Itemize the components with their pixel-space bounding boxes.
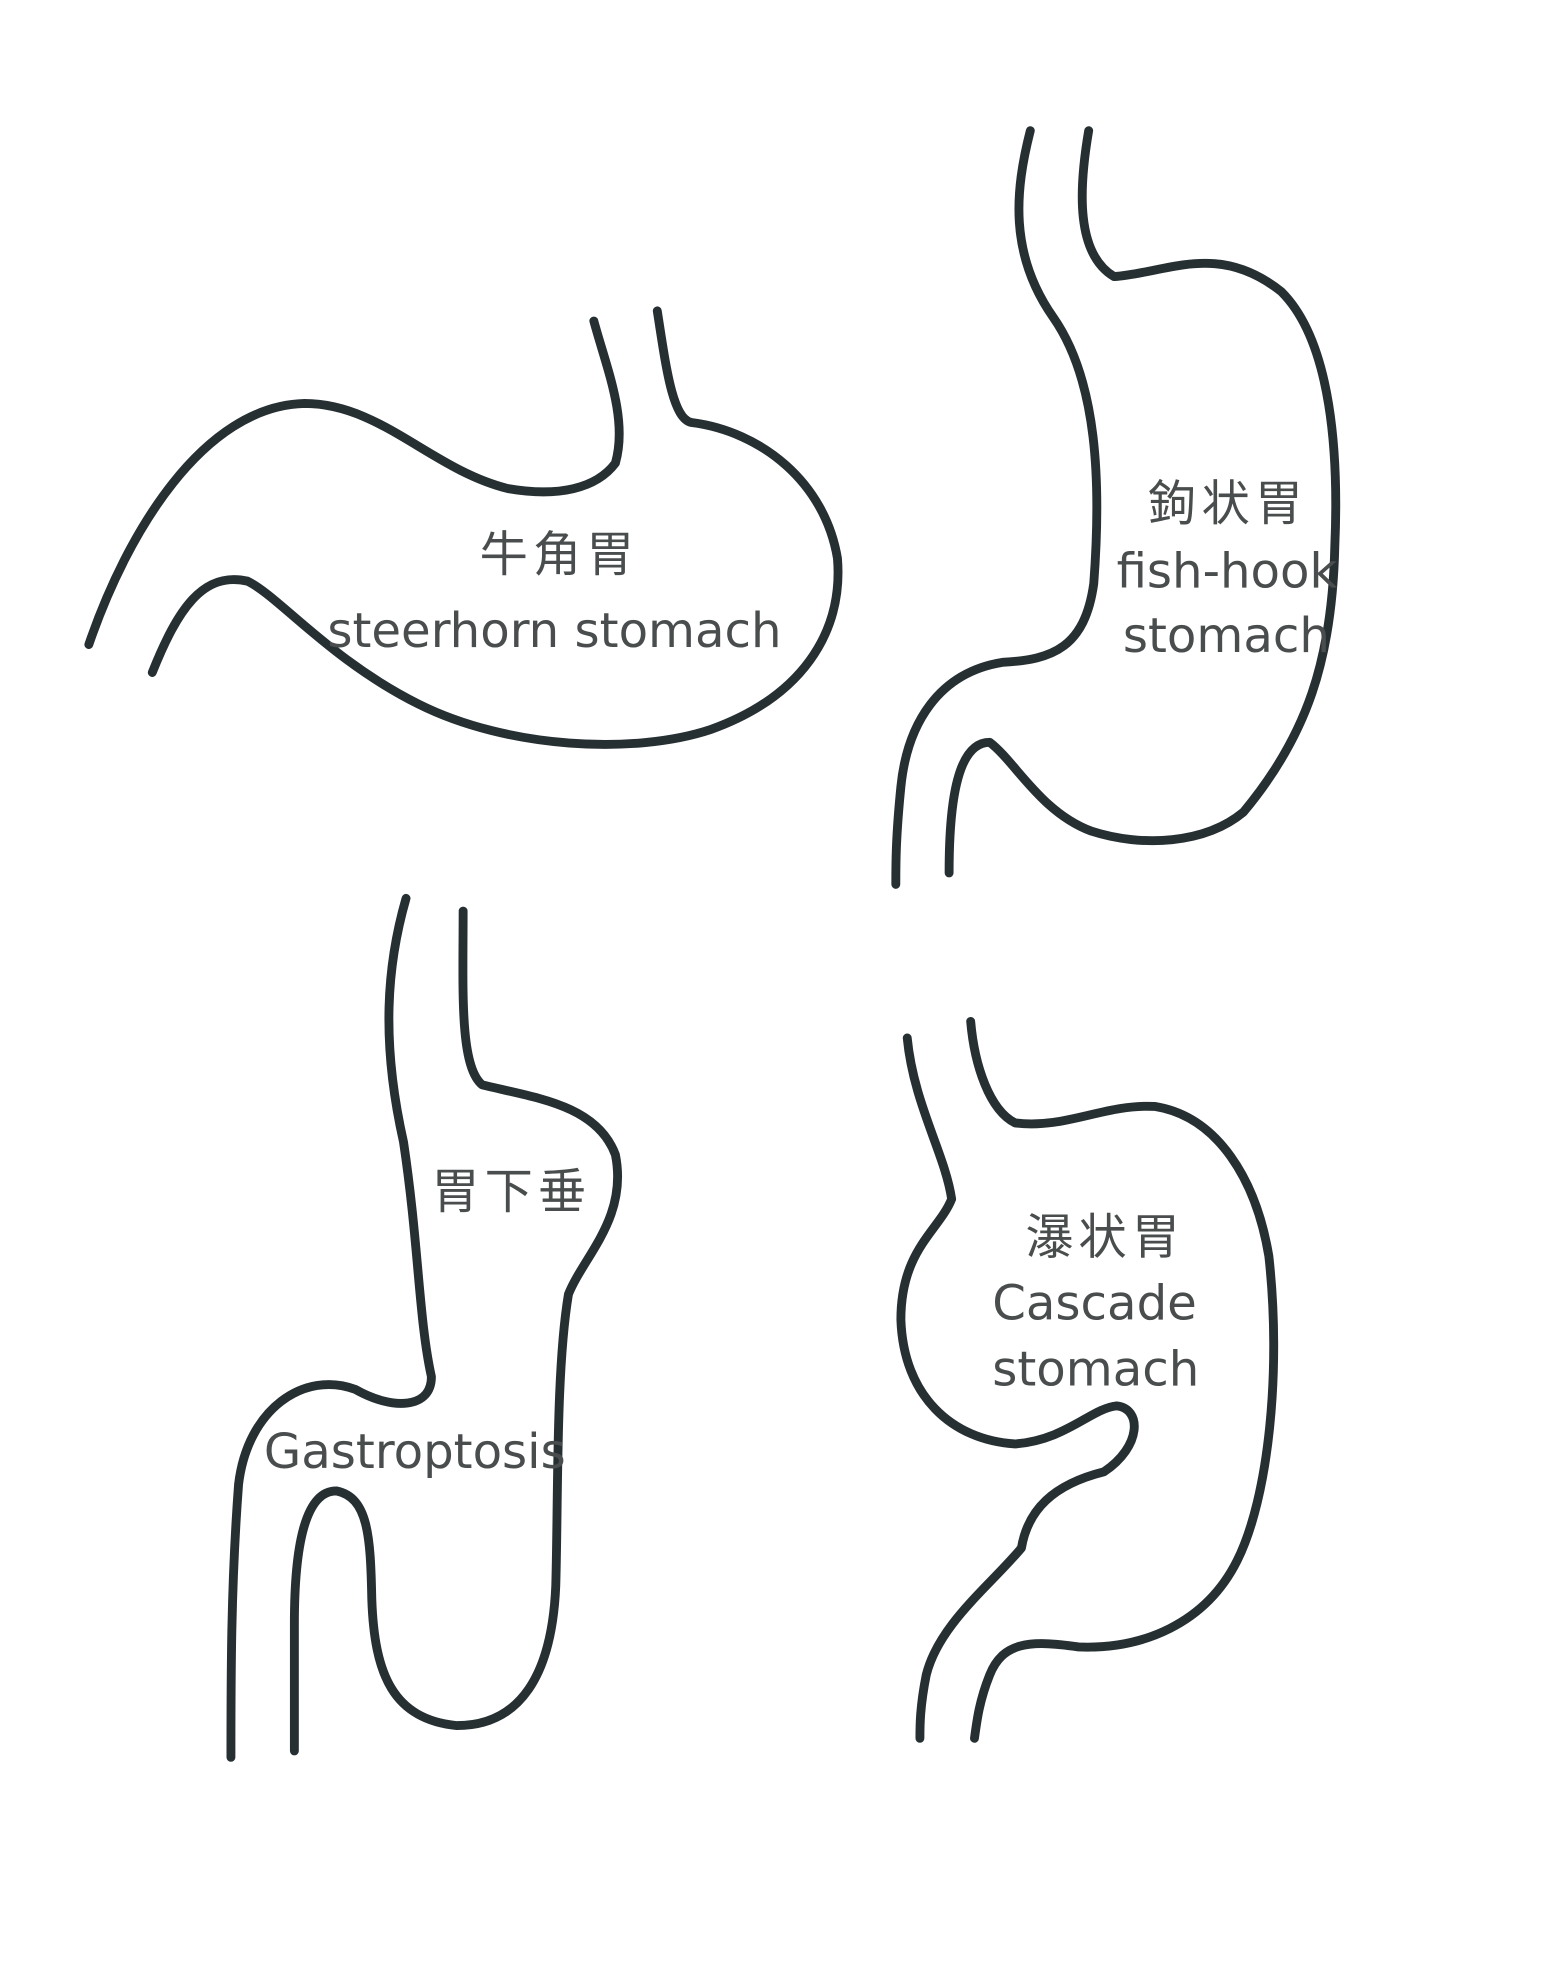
fish-hook-label-en-line2: stomach xyxy=(1123,608,1330,664)
cascade-label-zh: 瀑状胃 xyxy=(1025,1210,1185,1266)
steerhorn-outline-upper xyxy=(84,316,624,650)
cascade-stomach-figure: 瀑状胃 Cascade stomach xyxy=(896,1016,1279,1743)
steerhorn-label-en: steerhorn stomach xyxy=(327,603,781,659)
gastroptosis-label-zh: 胃下垂 xyxy=(431,1164,591,1220)
steerhorn-outline-lower xyxy=(147,306,843,749)
steerhorn-label-zh: 牛角胃 xyxy=(480,527,640,583)
fish-hook-label-en-line1: fish-hook xyxy=(1117,543,1338,599)
cascade-outline-right xyxy=(966,1016,1279,1743)
gastroptosis-outline-left xyxy=(226,893,436,1762)
cascade-outline-left xyxy=(896,1033,1139,1743)
fish-hook-stomach-figure: 鉤状胃 fish-hook stomach xyxy=(891,126,1341,889)
fish-hook-outline-left xyxy=(891,126,1102,889)
fish-hook-outline-right xyxy=(944,126,1341,878)
steerhorn-stomach-figure: 牛角胃 steerhorn stomach xyxy=(84,306,843,749)
cascade-label-en-line2: stomach xyxy=(992,1342,1199,1398)
cascade-label-en-line1: Cascade xyxy=(992,1276,1197,1332)
gastroptosis-figure: 胃下垂 Gastroptosis xyxy=(226,893,622,1762)
fish-hook-label-zh: 鉤状胃 xyxy=(1148,476,1308,532)
gastroptosis-outline-right xyxy=(289,906,622,1756)
gastroptosis-label-en: Gastroptosis xyxy=(264,1424,566,1480)
